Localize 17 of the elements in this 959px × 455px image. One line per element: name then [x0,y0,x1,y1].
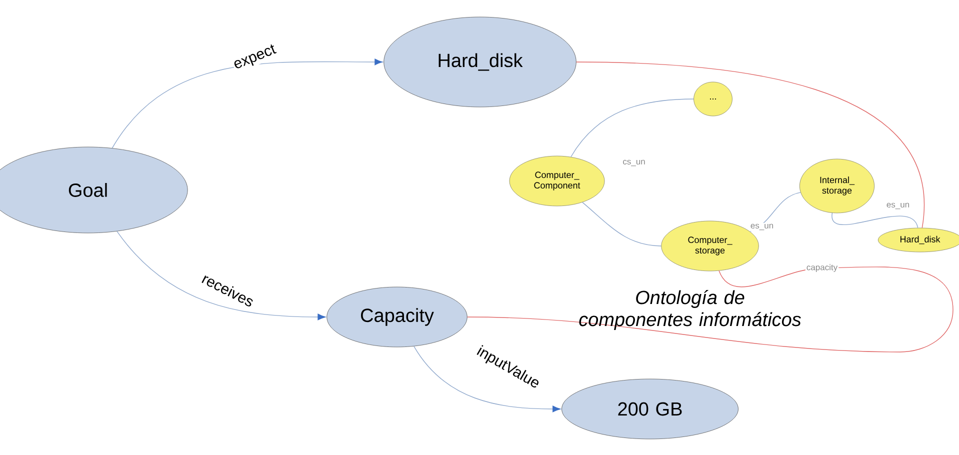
ontology-title: Ontología de componentes informáticos [579,290,801,330]
ellipse-node: Capacity [326,286,468,348]
connector [467,266,954,352]
connector [112,58,383,148]
connector [832,212,918,228]
connector [414,346,561,412]
connector [576,62,924,228]
edge-label: capacity [805,263,839,273]
edge-label: expect [230,42,280,74]
connector [582,202,662,246]
ellipse-node: 200 GB [562,378,738,440]
connector [570,98,694,158]
edge-label: es_un [749,222,775,232]
connector [116,230,326,320]
edge-label: es_un [885,202,911,210]
ellipse-node: Hard_disk [384,16,576,108]
edge-label: cs_un [622,158,646,168]
